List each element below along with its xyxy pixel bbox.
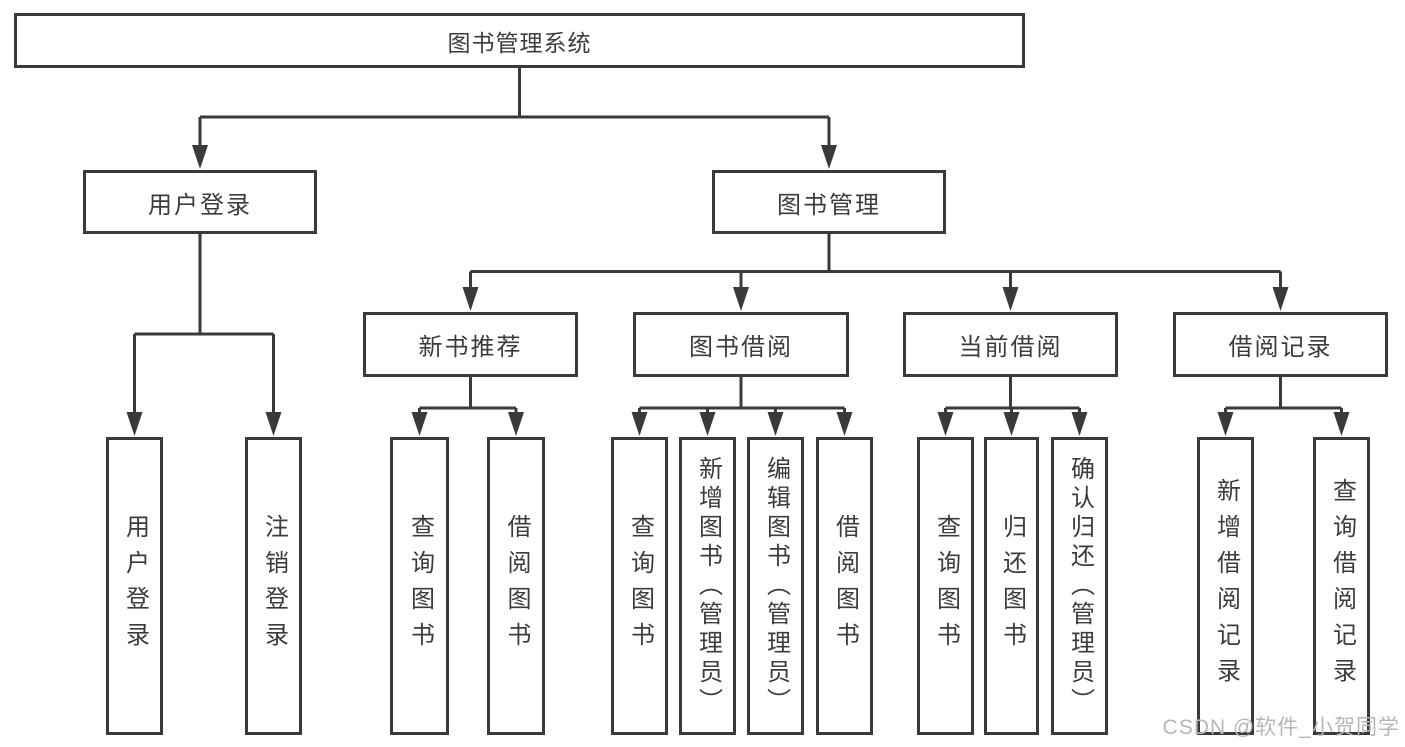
leaf-query-books-current-label: 查询图书 xyxy=(932,514,960,658)
arrow-down-icon xyxy=(699,412,716,436)
arrow-down-icon xyxy=(1002,287,1019,311)
leaf-add-borrow-record-label: 新增借阅记录 xyxy=(1212,478,1240,694)
leaf-add-book-admin: 新增图书（管理员） xyxy=(679,437,736,735)
node-borrow-records-label: 借阅记录 xyxy=(1228,334,1333,361)
node-user-login-label: 用户登录 xyxy=(148,191,252,219)
arrow-down-icon xyxy=(836,412,853,436)
leaf-query-borrow-record-label: 查询借阅记录 xyxy=(1328,478,1356,694)
arrow-down-icon xyxy=(192,145,208,169)
node-current-borrowing-label: 当前借阅 xyxy=(958,334,1063,361)
arrow-down-icon xyxy=(265,412,282,436)
leaf-query-books-recommend-label: 查询图书 xyxy=(406,514,434,658)
node-book-management: 图书管理 xyxy=(712,170,946,234)
leaf-edit-book-admin: 编辑图书（管理员） xyxy=(747,437,804,735)
arrow-down-icon xyxy=(733,287,749,311)
arrow-down-icon xyxy=(1071,412,1088,436)
node-new-book-recommend-label: 新书推荐 xyxy=(418,334,523,361)
node-root: 图书管理系统 xyxy=(14,13,1025,68)
node-new-book-recommend: 新书推荐 xyxy=(363,312,578,377)
leaf-logout: 注销登录 xyxy=(245,437,302,735)
arrow-down-icon xyxy=(126,412,143,436)
leaf-borrow-books-recommend-label: 借阅图书 xyxy=(503,514,530,658)
arrow-down-icon xyxy=(767,412,784,436)
leaf-borrow-books-borrowing-label: 借阅图书 xyxy=(831,514,859,658)
leaf-user-login-label: 用户登录 xyxy=(121,514,149,658)
arrow-down-icon xyxy=(462,287,479,311)
leaf-borrow-books-recommend: 借阅图书 xyxy=(487,437,545,735)
leaf-query-books-current: 查询图书 xyxy=(917,437,974,735)
leaf-borrow-books-borrowing: 借阅图书 xyxy=(816,437,873,735)
leaf-user-login: 用户登录 xyxy=(106,437,163,735)
arrow-down-icon xyxy=(631,412,648,436)
arrow-down-icon xyxy=(1003,412,1020,436)
leaf-query-books-recommend: 查询图书 xyxy=(390,437,449,735)
leaf-query-borrow-record: 查询借阅记录 xyxy=(1313,437,1370,735)
leaf-edit-book-admin-label: 编辑图书（管理员） xyxy=(762,455,790,717)
leaf-return-book-label: 归还图书 xyxy=(998,514,1026,658)
arrow-down-icon xyxy=(937,412,954,436)
node-book-borrowing: 图书借阅 xyxy=(633,312,849,377)
leaf-add-book-admin-label: 新增图书（管理员） xyxy=(694,455,722,717)
leaf-logout-label: 注销登录 xyxy=(260,514,288,658)
leaf-query-books-borrowing-label: 查询图书 xyxy=(626,514,654,658)
arrow-down-icon xyxy=(508,412,524,436)
node-borrow-records: 借阅记录 xyxy=(1173,312,1388,377)
leaf-return-book: 归还图书 xyxy=(984,437,1039,735)
node-book-borrowing-label: 图书借阅 xyxy=(689,334,793,361)
arrow-down-icon xyxy=(1333,412,1350,436)
watermark: CSDN @软件_小贺同学 xyxy=(1162,716,1400,739)
arrow-down-icon xyxy=(1217,412,1234,436)
arrow-down-icon xyxy=(821,145,837,169)
arrow-down-icon xyxy=(411,412,428,436)
node-book-management-label: 图书管理 xyxy=(777,191,881,219)
leaf-query-books-borrowing: 查询图书 xyxy=(611,437,668,735)
leaf-confirm-return-admin: 确认归还（管理员） xyxy=(1051,437,1108,735)
node-root-label: 图书管理系统 xyxy=(447,29,592,56)
node-user-login: 用户登录 xyxy=(83,170,317,234)
leaf-add-borrow-record: 新增借阅记录 xyxy=(1197,437,1254,735)
arrow-down-icon xyxy=(1272,287,1289,311)
node-current-borrowing: 当前借阅 xyxy=(903,312,1118,377)
leaf-confirm-return-admin-label: 确认归还（管理员） xyxy=(1066,455,1094,717)
